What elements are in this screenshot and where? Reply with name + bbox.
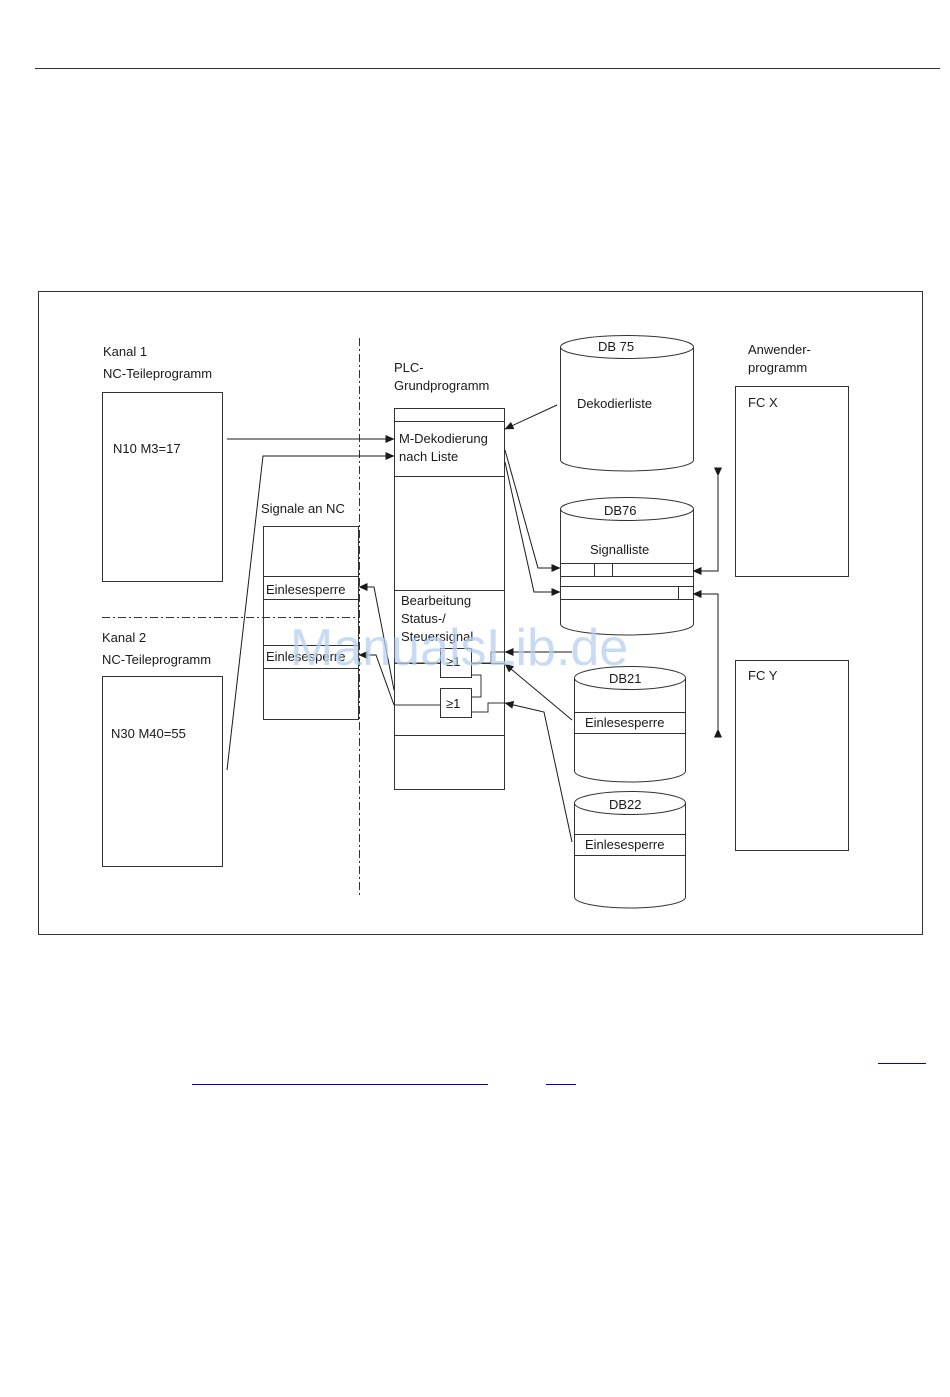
db22-name: DB22	[609, 797, 642, 812]
header-rule	[35, 68, 940, 69]
plc-decode-line2: nach Liste	[399, 449, 458, 464]
fcy-box	[735, 660, 849, 851]
db75-name: DB 75	[598, 339, 634, 354]
db22-content: Einlesesperre	[585, 837, 665, 852]
db76-content: Signalliste	[590, 542, 649, 557]
fcx-label: FC X	[748, 395, 778, 410]
channel2-subtitle: NC-Teileprogramm	[102, 652, 211, 667]
or-gate-1-label: ≥1	[446, 654, 460, 669]
channel1-title: Kanal 1	[103, 344, 147, 359]
db75-content: Dekodierliste	[577, 396, 652, 411]
plc-proc-line3: Steuersignal	[401, 629, 473, 644]
channel2-title: Kanal 2	[102, 630, 146, 645]
db75-cylinder	[560, 347, 694, 472]
or-gate-2-label: ≥1	[446, 696, 460, 711]
plc-proc-line2: Status-/	[401, 611, 446, 626]
channel2-block: N30 M40=55	[111, 726, 186, 741]
cross-reference-link-2[interactable]	[192, 1084, 488, 1085]
channel2-program-box	[102, 676, 223, 867]
signals-nc-title: Signale an NC	[261, 501, 345, 516]
or-gate-2	[440, 688, 472, 718]
signals-nc-row1: Einlesesperre	[266, 582, 346, 597]
watermark: ManualsLib.de	[290, 619, 628, 677]
db76-cylinder	[560, 509, 694, 636]
plc-proc-line1: Bearbeitung	[401, 593, 471, 608]
plc-decode-line1: M-Dekodierung	[399, 431, 488, 446]
plc-box	[394, 408, 505, 790]
fcy-label: FC Y	[748, 668, 778, 683]
channel1-block: N10 M3=17	[113, 441, 181, 456]
fcx-box	[735, 386, 849, 577]
channel1-program-box	[102, 392, 223, 582]
user-title-line2: programm	[748, 360, 807, 375]
channel1-subtitle: NC-Teileprogramm	[103, 366, 212, 381]
db21-content: Einlesesperre	[585, 715, 665, 730]
plc-title-line2: Grundprogramm	[394, 378, 489, 393]
cross-reference-link-3[interactable]	[546, 1084, 576, 1085]
cross-reference-link-1[interactable]	[878, 1063, 926, 1064]
db76-name: DB76	[604, 503, 637, 518]
diagram-frame	[38, 291, 923, 935]
db21-cylinder	[574, 678, 686, 783]
connection-arrows	[226, 404, 722, 843]
db21-name: DB21	[609, 671, 642, 686]
signals-nc-row2: Einlesesperre	[266, 649, 346, 664]
plc-title-line1: PLC-	[394, 360, 424, 375]
user-title-line1: Anwender-	[748, 342, 811, 357]
signals-nc-box	[263, 526, 359, 720]
